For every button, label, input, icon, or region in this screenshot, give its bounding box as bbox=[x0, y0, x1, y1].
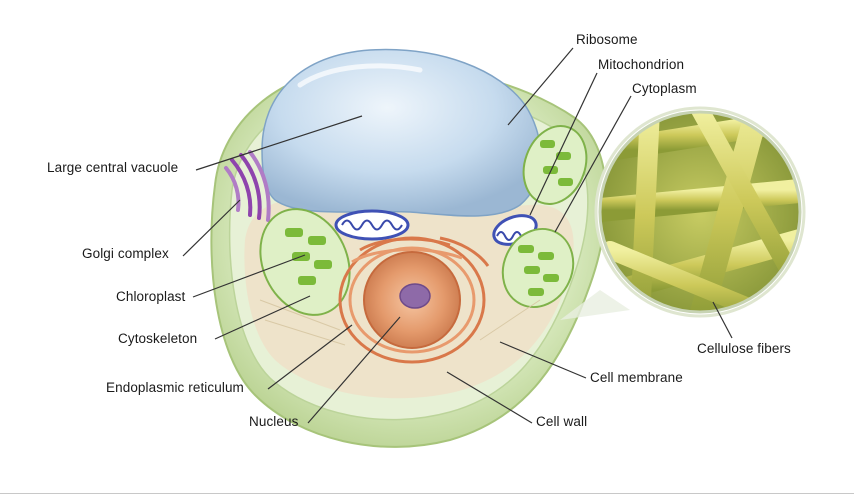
inset-connector bbox=[560, 290, 630, 320]
label-ribosome: Ribosome bbox=[576, 32, 638, 47]
chloroplast-right-upper bbox=[522, 125, 588, 205]
bottom-divider bbox=[0, 493, 854, 494]
mitochondrion-left bbox=[334, 209, 410, 241]
label-endoplasmic-reticulum: Endoplasmic reticulum bbox=[106, 380, 244, 395]
label-cytoskeleton: Cytoskeleton bbox=[118, 331, 198, 346]
label-nucleus: Nucleus bbox=[249, 414, 299, 429]
chloroplast-right-lower bbox=[501, 228, 575, 308]
label-mitochondrion: Mitochondrion bbox=[598, 57, 685, 72]
label-cytoplasm: Cytoplasm bbox=[632, 81, 697, 96]
nucleolus bbox=[399, 283, 431, 309]
leader-lines bbox=[182, 47, 733, 424]
large-central-vacuole bbox=[261, 48, 542, 217]
golgi-complex bbox=[224, 150, 271, 222]
label-cell-wall: Cell wall bbox=[536, 414, 588, 429]
label-chloroplast: Chloroplast bbox=[116, 289, 186, 304]
endoplasmic-reticulum bbox=[338, 236, 490, 364]
label-cellulose-fibers: Cellulose fibers bbox=[697, 341, 791, 356]
label-golgi-complex: Golgi complex bbox=[82, 246, 169, 261]
label-cell-membrane: Cell membrane bbox=[590, 370, 683, 385]
chloroplast-left bbox=[259, 208, 351, 316]
vacuole-highlight bbox=[297, 63, 423, 88]
cellulose-fibers-inset bbox=[594, 106, 806, 318]
label-large-central-vacuole: Large central vacuole bbox=[47, 160, 179, 175]
